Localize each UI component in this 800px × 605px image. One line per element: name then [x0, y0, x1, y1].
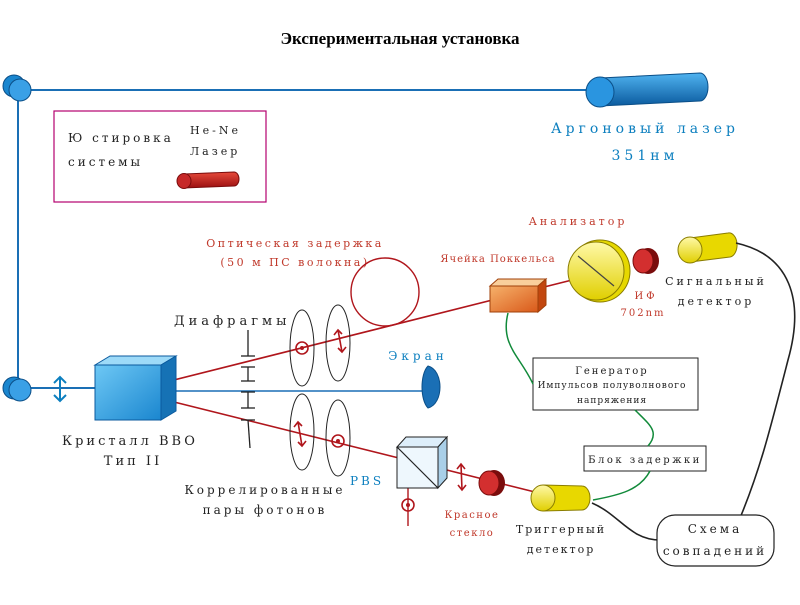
generator-label-3: напряжения [577, 396, 647, 406]
pockels-cell [488, 277, 548, 314]
coincidence-circuit: Схема совпадений [656, 514, 775, 567]
alignment-box: Ю стировка системы He-Ne Лазер [53, 110, 267, 203]
if-filter-wavelength-label: 702nm [620, 308, 665, 319]
trigger-detector-label: Триггерный [516, 523, 606, 536]
diaphragms [241, 330, 255, 449]
page-title: Экспериментальная установка [280, 29, 520, 48]
delay-block: Блок задержки [583, 445, 707, 472]
generator-label: Генератор [575, 366, 648, 377]
pump-polarization-icon [53, 375, 67, 403]
pulse-generator: Генератор Импульсов полуволнового напряж… [532, 357, 699, 411]
alignment-label-2: системы [68, 155, 143, 169]
bbo-crystal [93, 355, 178, 421]
analyzer-label: Анализатор [529, 215, 628, 228]
optical-delay-label: Оптическая задержка [206, 237, 384, 250]
idler-polarization-icon [456, 462, 467, 492]
pump-beam [2, 74, 600, 403]
crystal-type-label: Тип II [104, 454, 162, 469]
hene-laser [176, 171, 240, 189]
signal-detector [677, 232, 738, 264]
coincidence-label: Схема [688, 522, 743, 536]
screen-label: Экран [388, 349, 448, 363]
red-glass-label-2: стекло [450, 528, 495, 539]
delay-block-label: Блок задержки [588, 455, 702, 466]
analyzer [567, 239, 631, 303]
red-glass-label: Красное [445, 510, 500, 521]
coincidence-label-2: совпадений [663, 544, 767, 558]
argon-laser-label: Аргоновый лазер [551, 121, 739, 137]
signal-detector-label-2: детектор [678, 295, 755, 308]
trigger-detector-label-2: детектор [527, 543, 596, 556]
correlated-pairs-label: Коррелированные [184, 483, 345, 497]
mirror-top-left-front [8, 78, 32, 102]
pbs-cube [395, 435, 449, 490]
if-filter [632, 248, 659, 274]
waveplates [289, 304, 351, 477]
crystal-label: Кристалл BBO [62, 434, 198, 449]
mirror-bottom-left-front [8, 378, 32, 402]
argon-wavelength-label: 351нм [612, 148, 679, 164]
pockels-cell-label: Ячейка Поккельса [440, 254, 555, 265]
hene-laser-label: He-Ne [190, 124, 241, 137]
generator-label-2: Импульсов полуволнового [538, 381, 687, 391]
signal-detector-label: Сигнальный [665, 275, 767, 288]
screen [421, 365, 441, 409]
cables [505, 242, 796, 541]
correlated-pairs-label-2: пары фотонов [203, 503, 328, 517]
argon-laser [585, 72, 709, 108]
pbs-label: PBS [350, 474, 384, 488]
hene-laser-label-2: Лазер [190, 145, 240, 158]
red-glass-filter [478, 470, 505, 496]
alignment-label: Ю стировка [68, 131, 174, 145]
fiber-delay-loop [350, 257, 420, 327]
optical-delay-fiber-label: (50 м ПС волокна) [220, 256, 369, 269]
trigger-detector [530, 484, 591, 512]
polarization-markers [293, 328, 347, 448]
pbs-polarization-marker [401, 498, 415, 512]
diaphragms-label: Диафрагмы [174, 314, 291, 329]
if-filter-label: ИФ [634, 291, 657, 302]
